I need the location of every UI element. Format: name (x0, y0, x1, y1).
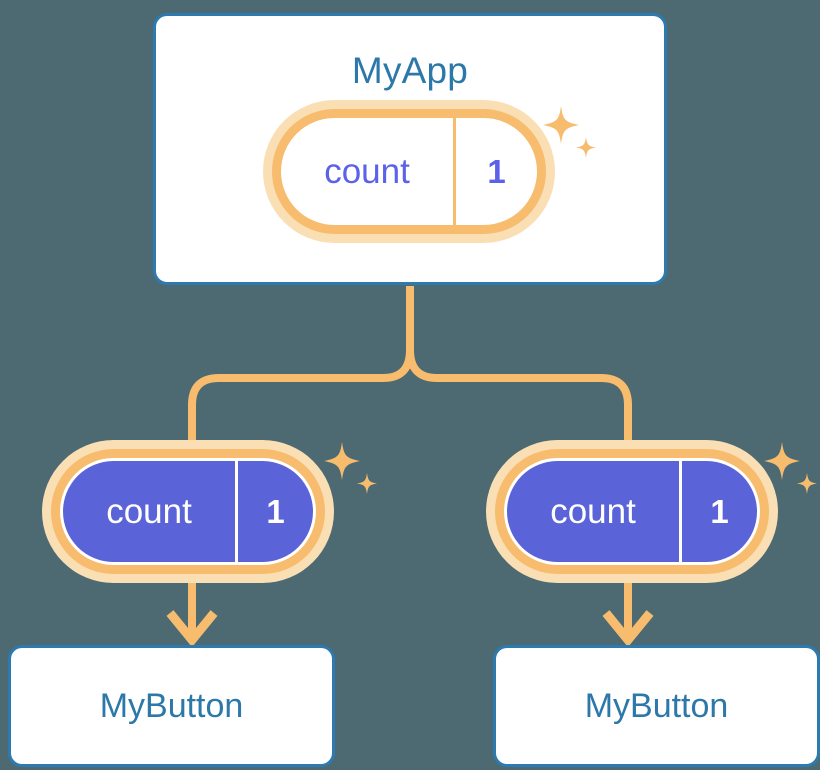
state-pill-root[interactable]: count 1 (263, 100, 555, 243)
page-title: MyApp (351, 50, 469, 91)
mybutton-card-right[interactable]: MyButton (493, 645, 820, 767)
state-pill-child-right[interactable]: count 1 (486, 440, 778, 583)
state-value: 1 (235, 461, 313, 562)
branch-connector-right (406, 349, 632, 452)
state-pill-child-left[interactable]: count 1 (42, 440, 334, 583)
state-value: 1 (453, 118, 537, 225)
arrow-down-icon-left (166, 572, 218, 648)
pill-body: count 1 (504, 458, 760, 565)
arrow-down-icon-right (602, 572, 654, 648)
state-key: count (324, 152, 410, 191)
state-key: count (106, 492, 192, 531)
pill-body: count 1 (281, 118, 537, 225)
state-value: 1 (679, 461, 757, 562)
branch-connector-left (188, 349, 414, 452)
mybutton-label: MyButton (99, 687, 244, 725)
pill-body: count 1 (60, 458, 316, 565)
mybutton-card-left[interactable]: MyButton (8, 645, 335, 767)
state-key: count (550, 492, 636, 531)
mybutton-label: MyButton (584, 687, 729, 725)
